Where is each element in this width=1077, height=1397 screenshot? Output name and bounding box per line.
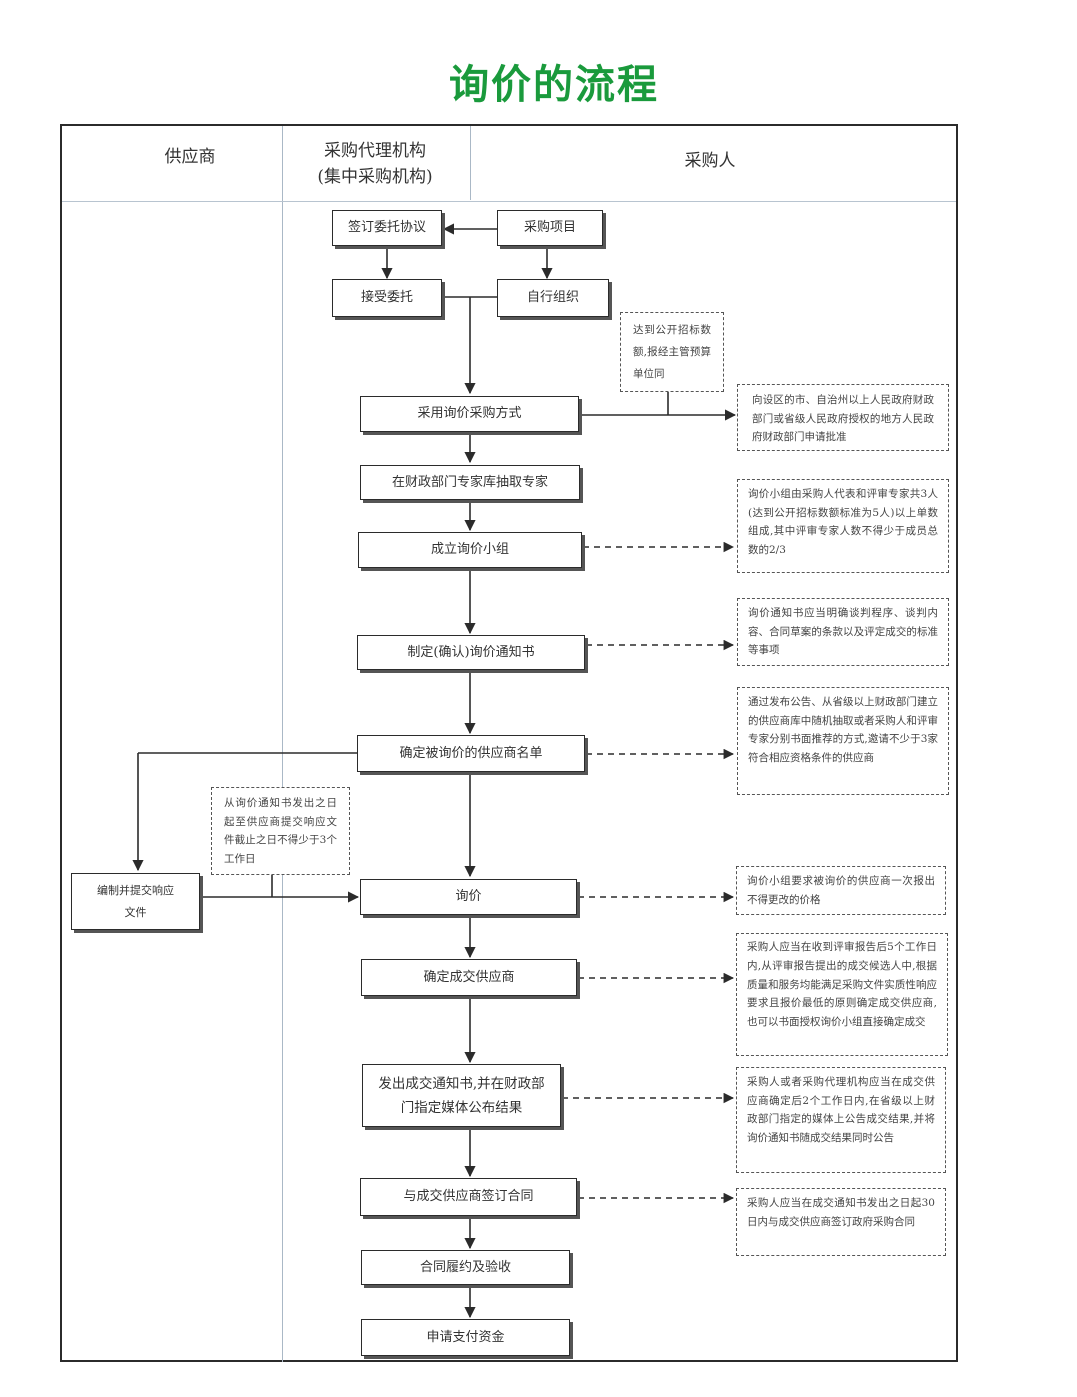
box-issue-notice: 发出成交通知书,并在财政部门指定媒体公布结果 xyxy=(362,1064,561,1127)
box-draw-experts: 在财政部门专家库抽取专家 xyxy=(360,465,580,500)
note-approval: 向设区的市、自治州以上人民政府财政部门或省级人民政府授权的地方人民政府财政部门申… xyxy=(737,384,949,451)
lane-divider-2 xyxy=(470,126,471,200)
box-inquiry: 询价 xyxy=(360,879,577,915)
box-apply-payment: 申请支付资金 xyxy=(361,1319,570,1356)
lane-header-divider xyxy=(62,201,956,202)
box-confirm-supplier: 确定成交供应商 xyxy=(361,959,577,996)
box-self-organize: 自行组织 xyxy=(497,279,609,317)
note-panel-rule: 询价小组由采购人代表和评审专家共3人(达到公开招标数额标准为5人)以上单数组成,… xyxy=(737,479,949,573)
lane-header-agency-line2: (集中采购机构) xyxy=(317,167,433,187)
note-threshold: 达到公开招标数额,报经主管预算单位同 xyxy=(620,312,724,392)
box-perform-accept: 合同履约及验收 xyxy=(361,1250,570,1285)
lane-header-supplier: 供应商 xyxy=(164,147,216,167)
box-prepare-response: 编制并提交响应文件 xyxy=(71,873,200,930)
box-adopt-inquiry: 采用询价采购方式 xyxy=(360,396,579,432)
note-confirm-rule: 采购人应当在收到评审报告后5个工作日内,从评审报告提出的成交候选人中,根据质量和… xyxy=(736,933,948,1056)
box-sign-agreement: 签订委托协议 xyxy=(332,210,442,246)
note-deadline: 从询价通知书发出之日起至供应商提交响应文件截止之日不得少于3个工作日 xyxy=(211,787,350,875)
swimlane-frame xyxy=(60,124,958,1362)
page-title: 询价的流程 xyxy=(449,62,659,108)
lane-divider-1 xyxy=(282,126,283,1362)
box-sign-contract: 与成交供应商签订合同 xyxy=(360,1178,577,1216)
box-procurement-project: 采购项目 xyxy=(497,210,603,246)
box-supplier-list: 确定被询价的供应商名单 xyxy=(357,735,585,772)
note-publish-rule: 采购人或者采购代理机构应当在成交供应商确定后2个工作日内,在省级以上财政部门指定… xyxy=(736,1067,946,1173)
note-notice-content: 询价通知书应当明确谈判程序、谈判内容、合同草案的条款以及评定成交的标准等事项 xyxy=(737,598,949,666)
note-one-quote: 询价小组要求被询价的供应商一次报出不得更改的价格 xyxy=(736,866,946,915)
lane-header-purchaser: 采购人 xyxy=(684,151,736,171)
box-form-panel: 成立询价小组 xyxy=(358,532,582,568)
lane-header-agency: 采购代理机构 (集中采购机构) xyxy=(290,138,460,190)
note-contract-rule: 采购人应当在成交通知书发出之日起30日内与成交供应商签订政府采购合同 xyxy=(736,1188,946,1256)
lane-header-agency-line1: 采购代理机构 xyxy=(324,141,426,161)
box-accept-entrust: 接受委托 xyxy=(332,279,442,317)
box-make-notice: 制定(确认)询价通知书 xyxy=(357,635,585,670)
note-supplier-selection: 通过发布公告、从省级以上财政部门建立的供应商库中随机抽取或者采购人和评审专家分别… xyxy=(737,687,949,795)
